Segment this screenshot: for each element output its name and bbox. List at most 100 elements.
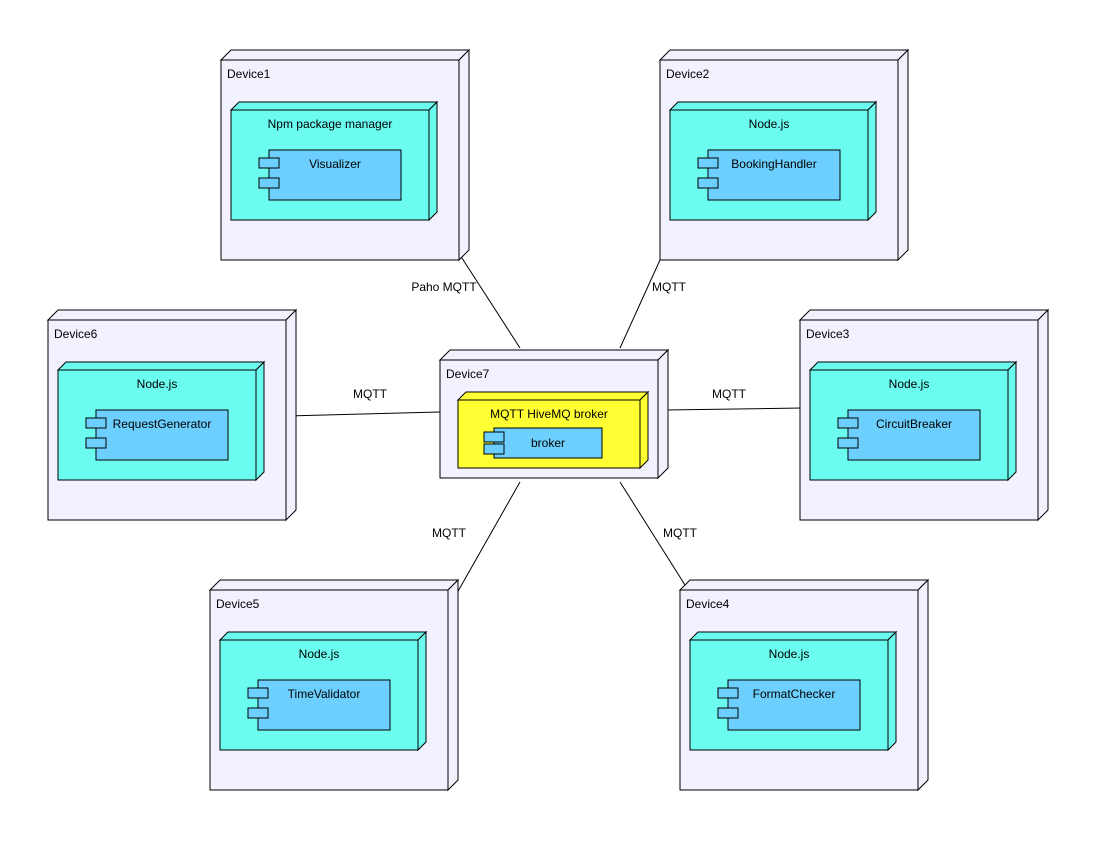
component-body [707, 149, 841, 201]
environment-label: Node.js [137, 377, 178, 391]
connection-device1-device7[interactable]: Paho MQTT [411, 254, 521, 349]
environment-top-face [808, 361, 1018, 371]
component-port-icon [837, 417, 859, 429]
component-label: BookingHandler [731, 157, 816, 171]
connection-label: MQTT [712, 387, 747, 401]
environment-side-face [417, 630, 427, 752]
device-node-side-face [1037, 308, 1049, 522]
device-node-top-face [658, 49, 910, 61]
device-node-side-face [897, 48, 909, 262]
component-label: broker [531, 436, 565, 450]
device-label: Device4 [686, 597, 730, 611]
component-body [257, 679, 391, 731]
device-node-top-face [208, 579, 460, 591]
component-port-icon [247, 687, 269, 699]
environment-top-face [218, 631, 428, 641]
component-label: FormatChecker [753, 687, 836, 701]
device-node-top-face [798, 309, 1050, 321]
connection-line [664, 407, 803, 411]
component-label: Visualizer [309, 157, 361, 171]
environment-top-face [668, 101, 878, 111]
device-label: Device7 [446, 367, 490, 381]
environment-top-face [688, 631, 898, 641]
connection-line [286, 411, 441, 417]
connection-line [619, 481, 686, 586]
component[interactable]: TimeValidator [247, 679, 391, 731]
environment-label: MQTT HiveMQ broker [490, 407, 608, 421]
device-label: Device5 [216, 597, 260, 611]
component[interactable]: broker [483, 427, 603, 459]
connection-label: Paho MQTT [411, 280, 477, 294]
device-label: Device3 [806, 327, 850, 341]
device-node-top-face [438, 349, 670, 361]
component-label: TimeValidator [288, 687, 361, 701]
component[interactable]: RequestGenerator [85, 409, 229, 461]
component-port-icon [717, 687, 739, 699]
component-body [727, 679, 861, 731]
component-port-icon [483, 431, 505, 443]
component-label: CircuitBreaker [876, 417, 952, 431]
execution-environment[interactable]: MQTT HiveMQ broker broker [456, 390, 650, 470]
connection-label: MQTT [663, 526, 698, 540]
environment-label: Node.js [749, 117, 790, 131]
environment-side-face [1007, 360, 1017, 482]
device-label: Device2 [666, 67, 710, 81]
environment-top-face [56, 361, 266, 371]
component[interactable]: Visualizer [258, 149, 402, 201]
device-node-side-face [917, 578, 929, 792]
component-port-icon [697, 177, 719, 189]
component[interactable]: CircuitBreaker [837, 409, 981, 461]
connection-device2-device7[interactable]: MQTT [619, 259, 687, 349]
device-node-top-face [678, 579, 930, 591]
device-label: Device6 [54, 327, 98, 341]
component-port-icon [837, 437, 859, 449]
component-port-icon [483, 443, 505, 455]
component-body [847, 409, 981, 461]
environment-top-face [229, 101, 439, 111]
connection-device5-device7[interactable]: MQTT [432, 481, 521, 594]
component-body [493, 427, 603, 459]
component[interactable]: FormatChecker [717, 679, 861, 731]
component-port-icon [247, 707, 269, 719]
environment-label: Node.js [769, 647, 810, 661]
connection-line [619, 259, 661, 349]
component-label: RequestGenerator [113, 417, 212, 431]
component-body [95, 409, 229, 461]
device-node-side-face [657, 348, 669, 480]
environment-label: Node.js [299, 647, 340, 661]
environment-label: Node.js [889, 377, 930, 391]
component-port-icon [85, 437, 107, 449]
component-port-icon [697, 157, 719, 169]
connection-line [456, 481, 521, 594]
environment-side-face [887, 630, 897, 752]
component-port-icon [717, 707, 739, 719]
device-node-top-face [219, 49, 471, 61]
device-node-side-face [447, 578, 459, 792]
component-port-icon [258, 157, 280, 169]
component[interactable]: BookingHandler [697, 149, 841, 201]
connection-device7-device3[interactable]: MQTT [664, 387, 803, 411]
connection-label: MQTT [432, 526, 467, 540]
connection-device7-device4[interactable]: MQTT [619, 481, 698, 586]
environment-label: Npm package manager [268, 117, 393, 131]
environment-side-face [639, 390, 649, 470]
connection-device6-device7[interactable]: MQTT [286, 387, 441, 417]
environment-side-face [255, 360, 265, 482]
environment-side-face [428, 100, 438, 222]
connection-line [459, 254, 521, 349]
component-port-icon [258, 177, 280, 189]
